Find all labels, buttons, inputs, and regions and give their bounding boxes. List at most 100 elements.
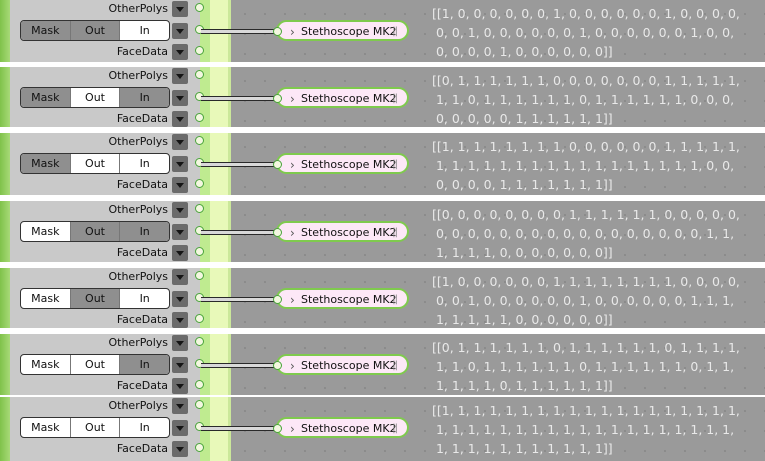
other-polys-dropdown-icon[interactable] xyxy=(172,68,188,84)
other-polys-dropdown-icon[interactable] xyxy=(172,269,188,285)
other-polys-socket[interactable] xyxy=(195,70,204,79)
toggle-in-button[interactable]: In xyxy=(139,157,150,170)
other-polys-socket[interactable] xyxy=(195,3,204,12)
stethoscope-node[interactable]: ›Stethoscope MK2|| xyxy=(273,417,409,438)
chevron-right-icon[interactable]: › xyxy=(290,293,295,307)
face-data-socket[interactable] xyxy=(195,314,204,323)
face-data-socket[interactable] xyxy=(195,179,204,188)
toggle-out-button[interactable]: Out xyxy=(71,154,121,173)
other-polys-socket[interactable] xyxy=(195,400,204,409)
grip-icon[interactable]: || xyxy=(392,227,398,238)
toggle-out-button[interactable]: Out xyxy=(70,222,121,241)
toggle-in-button[interactable]: In xyxy=(120,88,169,107)
grip-icon[interactable]: || xyxy=(392,423,398,434)
mask-dropdown-icon[interactable] xyxy=(172,357,188,373)
toggle-out-button[interactable]: Out xyxy=(70,21,121,40)
other-polys-dropdown-icon[interactable] xyxy=(172,202,188,218)
stethoscope-node[interactable]: ›Stethoscope MK2|| xyxy=(273,20,409,41)
face-data-socket[interactable] xyxy=(195,443,204,452)
other-polys-dropdown-icon[interactable] xyxy=(172,398,188,414)
stethoscope-input-socket[interactable] xyxy=(273,160,282,169)
toggle-mask-button[interactable]: Mask xyxy=(21,222,71,241)
chevron-right-icon[interactable]: › xyxy=(290,226,295,240)
face-data-dropdown-icon[interactable] xyxy=(172,378,188,394)
mask-dropdown-icon[interactable] xyxy=(172,420,188,436)
other-polys-socket[interactable] xyxy=(195,271,204,280)
toggle-out-button[interactable]: Out xyxy=(71,355,121,374)
toggle-mask-button[interactable]: Mask xyxy=(21,21,71,40)
mask-dropdown-icon[interactable] xyxy=(172,90,188,106)
output-line: 1, 1, 1, 1, 1, 1, 1, 1, 1, 1, 1, 1, 1, 1… xyxy=(432,422,735,437)
other-polys-dropdown-icon[interactable] xyxy=(172,1,188,17)
chevron-right-icon[interactable]: › xyxy=(290,422,295,436)
stethoscope-input-socket[interactable] xyxy=(273,27,282,36)
other-polys-label: OtherPolys xyxy=(108,336,168,349)
mask-dropdown-icon[interactable] xyxy=(172,23,188,39)
face-data-socket[interactable] xyxy=(195,380,204,389)
face-data-dropdown-icon[interactable] xyxy=(172,44,188,60)
mask-dropdown-icon[interactable] xyxy=(172,224,188,240)
stethoscope-node[interactable]: › Stethoscope MK2|| xyxy=(273,87,409,108)
face-data-label: FaceData xyxy=(116,178,168,191)
toggle-out-button[interactable]: Out xyxy=(71,418,121,437)
mask-dropdown-icon[interactable] xyxy=(172,291,188,307)
toggle-in-button[interactable]: In xyxy=(139,24,150,37)
stethoscope-output-text: [[0, 1, 1, 1, 1, 1, 1, 0, 1, 1, 1, 1, 1,… xyxy=(432,338,760,395)
node-row: OtherPolysMaskFaceDataMaskOutIn›Stethosc… xyxy=(0,334,765,395)
toggle-in-button[interactable]: In xyxy=(120,355,169,374)
other-polys-label: OtherPolys xyxy=(108,2,168,15)
toggle-in-button[interactable]: In xyxy=(120,222,169,241)
stethoscope-node[interactable]: ›Stethoscope MK2|| xyxy=(273,153,409,174)
face-data-dropdown-icon[interactable] xyxy=(172,111,188,127)
mask-dropdown-icon[interactable] xyxy=(172,156,188,172)
toggle-out-button[interactable]: Out xyxy=(71,88,121,107)
stethoscope-node[interactable]: ›Stethoscope MK2|| xyxy=(273,288,409,309)
chevron-right-icon[interactable]: › xyxy=(290,92,295,106)
other-polys-socket[interactable] xyxy=(195,204,204,213)
stethoscope-input-socket[interactable] xyxy=(273,361,282,370)
toggle-out-button[interactable]: Out xyxy=(70,289,121,308)
output-line: [[1, 0, 0, 0, 0, 0, 0, 1, 1, 1, 1, 1, 1,… xyxy=(432,274,740,289)
grip-icon[interactable]: || xyxy=(392,26,398,37)
grip-icon[interactable]: || xyxy=(392,93,398,104)
face-data-socket[interactable] xyxy=(195,247,204,256)
other-polys-socket[interactable] xyxy=(195,136,204,145)
face-data-dropdown-icon[interactable] xyxy=(172,441,188,457)
stethoscope-input-socket[interactable] xyxy=(273,424,282,433)
toggle-in-button[interactable]: In xyxy=(139,292,150,305)
stethoscope-input-socket[interactable] xyxy=(273,295,282,304)
face-data-dropdown-icon[interactable] xyxy=(172,177,188,193)
chevron-right-icon[interactable]: › xyxy=(290,25,295,39)
other-polys-dropdown-icon[interactable] xyxy=(172,335,188,351)
toggle-mask-button[interactable]: Mask xyxy=(21,418,71,437)
other-polys-label: OtherPolys xyxy=(108,135,168,148)
grip-icon[interactable]: || xyxy=(392,294,398,305)
stethoscope-node-title: Stethoscope MK2 xyxy=(301,92,397,105)
toggle-mask-button[interactable]: Mask xyxy=(21,289,71,308)
face-data-socket[interactable] xyxy=(195,46,204,55)
grip-icon[interactable]: || xyxy=(392,360,398,371)
chevron-right-icon[interactable]: › xyxy=(290,158,295,172)
face-data-label: FaceData xyxy=(116,379,168,392)
toggle-in-button[interactable]: In xyxy=(139,421,150,434)
stethoscope-input-socket[interactable] xyxy=(273,94,282,103)
face-data-socket[interactable] xyxy=(195,113,204,122)
stethoscope-input-socket[interactable] xyxy=(273,228,282,237)
output-line: 1, 1, 1, 1, 1, 1, 1, 1, 1, 1, 1, 1, 1, 1… xyxy=(432,158,735,173)
toggle-mask-button[interactable]: Mask xyxy=(21,154,71,173)
grip-icon[interactable]: || xyxy=(392,159,398,170)
toggle-mask-button[interactable]: Mask xyxy=(21,88,71,107)
face-data-dropdown-icon[interactable] xyxy=(172,245,188,261)
mask-link-wire xyxy=(201,29,277,34)
node-row: OtherPolysMaskFaceDataMaskOutIn›Stethosc… xyxy=(0,201,765,262)
face-data-dropdown-icon[interactable] xyxy=(172,312,188,328)
toggle-mask-button[interactable]: Mask xyxy=(21,355,71,374)
other-polys-socket[interactable] xyxy=(195,337,204,346)
chevron-right-icon[interactable]: › xyxy=(290,359,295,373)
stethoscope-node[interactable]: ›Stethoscope MK2|| xyxy=(273,354,409,375)
mask-node-body: OtherPolysMaskFaceDataMaskOutIn xyxy=(0,397,200,461)
stethoscope-node[interactable]: ›Stethoscope MK2|| xyxy=(273,221,409,242)
other-polys-dropdown-icon[interactable] xyxy=(172,134,188,150)
